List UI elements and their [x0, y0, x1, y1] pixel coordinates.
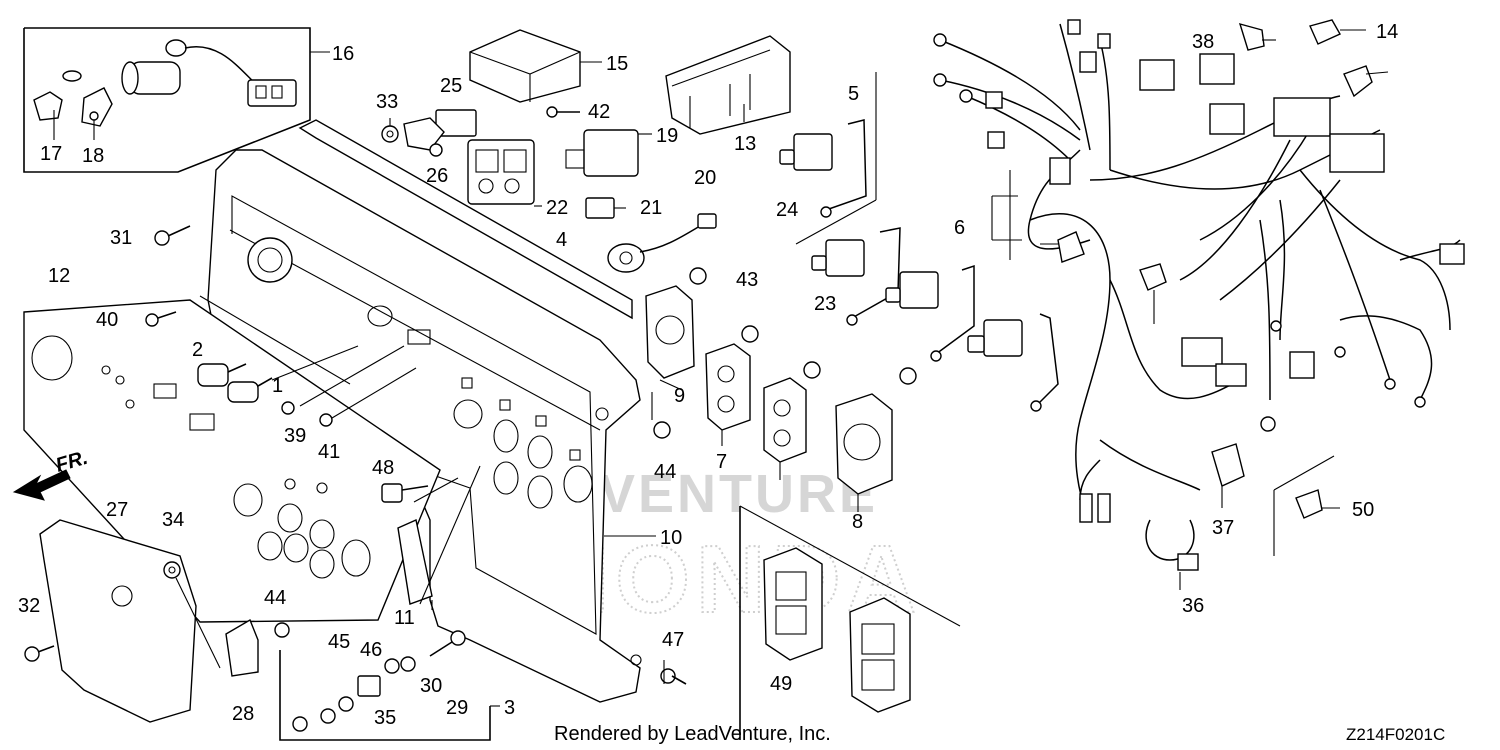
callout-27: 27 [106, 499, 128, 521]
callout-11: 11 [394, 607, 415, 629]
callout-8: 8 [852, 511, 863, 533]
harness-clamps [1057, 19, 1373, 571]
callout-32: 32 [18, 595, 40, 617]
callout-33: 33 [376, 91, 398, 113]
callout-23: 23 [814, 293, 836, 315]
callout-36: 36 [1182, 595, 1204, 617]
callout-39: 39 [284, 425, 306, 447]
footer-credit: Rendered by LeadVenture, Inc. [554, 723, 831, 745]
callout-47: 47 [662, 629, 684, 651]
hardware-parts [24, 225, 687, 741]
callout-45: 45 [328, 631, 350, 653]
ring-terminals [820, 33, 1426, 432]
callout-34: 34 [162, 509, 184, 531]
control-panel-frame [207, 119, 642, 703]
callout-4: 4 [556, 229, 567, 251]
callout-13: 13 [734, 133, 756, 155]
leader-lines [175, 295, 481, 669]
callout-41: 41 [318, 441, 340, 463]
callout-49: 49 [770, 673, 792, 695]
callout-46: 46 [360, 639, 382, 661]
callout-6: 6 [954, 217, 965, 239]
callout-16: 16 [332, 43, 354, 65]
callout-14: 14 [1376, 21, 1398, 43]
callout-12: 12 [48, 265, 70, 287]
callout-1: 1 [272, 375, 283, 397]
access-cover [39, 519, 197, 723]
panel-outlet-holes [367, 305, 593, 509]
callout-19: 19 [656, 125, 678, 147]
harness-connectors [985, 19, 1465, 523]
callout-2: 2 [192, 339, 203, 361]
callout-5: 5 [848, 83, 859, 105]
callout-22: 22 [546, 197, 568, 219]
callout-9: 9 [674, 385, 685, 407]
small-parts-top [381, 29, 791, 273]
callout-29: 29 [446, 697, 468, 719]
callout-28: 28 [232, 703, 254, 725]
callout-50: 50 [1352, 499, 1374, 521]
receptacles [645, 267, 961, 740]
callout-18: 18 [82, 145, 104, 167]
callout-26: 26 [426, 165, 448, 187]
callout-30: 30 [420, 675, 442, 697]
circuit-breakers [779, 72, 1059, 405]
callout-21: 21 [640, 197, 662, 219]
callout-7: 7 [716, 451, 727, 473]
callout-35: 35 [374, 707, 396, 729]
callout-40: 40 [96, 309, 118, 331]
wire-harness [820, 19, 1465, 571]
callout-48: 48 [372, 457, 394, 479]
callout-44-lower: 44 [264, 587, 286, 609]
callout-15: 15 [606, 53, 628, 75]
callout-25: 25 [440, 75, 462, 97]
callout-42: 42 [588, 101, 610, 123]
callout-44: 44 [654, 461, 676, 483]
callout-leaders [431, 29, 1389, 684]
callout-31: 31 [110, 227, 132, 249]
callout-labels: 16 15 33 25 42 19 13 5 17 18 26 22 21 24… [18, 21, 1398, 729]
key-switch-group [23, 27, 330, 173]
callout-37: 37 [1212, 517, 1234, 539]
figure-code: Z214F0201C [1346, 725, 1445, 744]
callout-3: 3 [504, 697, 515, 719]
callout-20: 20 [694, 167, 716, 189]
callout-17: 17 [40, 143, 62, 165]
callout-10: 10 [660, 527, 682, 549]
callout-43: 43 [736, 269, 758, 291]
callout-24: 24 [776, 199, 798, 221]
callout-38: 38 [1192, 31, 1214, 53]
